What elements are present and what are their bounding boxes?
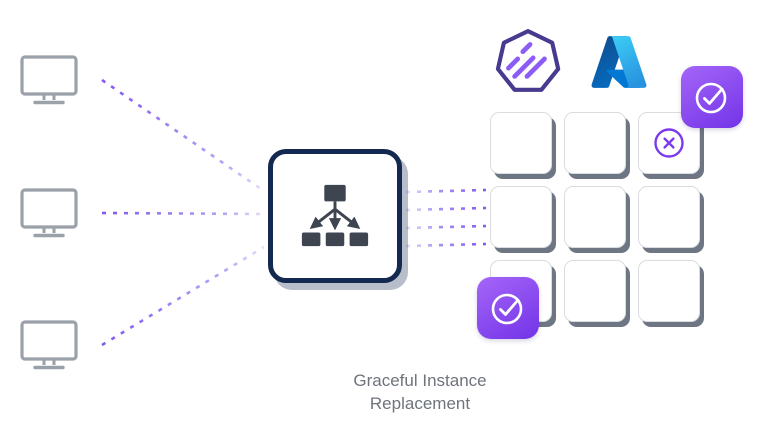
client-connection-line xyxy=(101,211,265,216)
router-instance-line xyxy=(405,224,487,230)
load-balancer-icon xyxy=(301,184,369,247)
instance-cell xyxy=(564,260,626,322)
router-instance-line xyxy=(405,188,487,194)
monitor-icon xyxy=(20,55,78,105)
instance-grid xyxy=(490,112,700,322)
x-circle-icon xyxy=(654,128,684,158)
load-balancer-box xyxy=(268,149,402,283)
client-monitor-1 xyxy=(20,55,78,107)
platform-logo-badge xyxy=(494,28,562,96)
azure-logo-container xyxy=(589,32,649,92)
instance-cell xyxy=(490,112,552,174)
instance-cell xyxy=(564,112,626,174)
azure-logo xyxy=(591,36,647,88)
monitor-icon xyxy=(20,188,78,238)
heptagon-streak-logo xyxy=(495,29,561,92)
client-monitor-2 xyxy=(20,188,78,240)
client-monitor-3 xyxy=(20,320,78,372)
healthy-instance-badge-top xyxy=(681,66,743,128)
client-connection-line xyxy=(101,78,265,193)
instance-cell xyxy=(490,186,552,248)
instance-cell xyxy=(564,186,626,248)
client-connection-line xyxy=(101,245,265,347)
router-instance-line xyxy=(405,206,487,212)
monitor-icon xyxy=(20,320,78,370)
instance-cell xyxy=(638,186,700,248)
instance-cell-terminating xyxy=(638,112,700,174)
healthy-instance-badge-bottom xyxy=(477,277,539,339)
check-circle-icon xyxy=(491,293,523,325)
router-instance-line xyxy=(405,242,487,248)
instance-cell xyxy=(638,260,700,322)
diagram-caption: Graceful Instance Replacement xyxy=(353,371,487,413)
check-circle-icon xyxy=(695,82,727,114)
